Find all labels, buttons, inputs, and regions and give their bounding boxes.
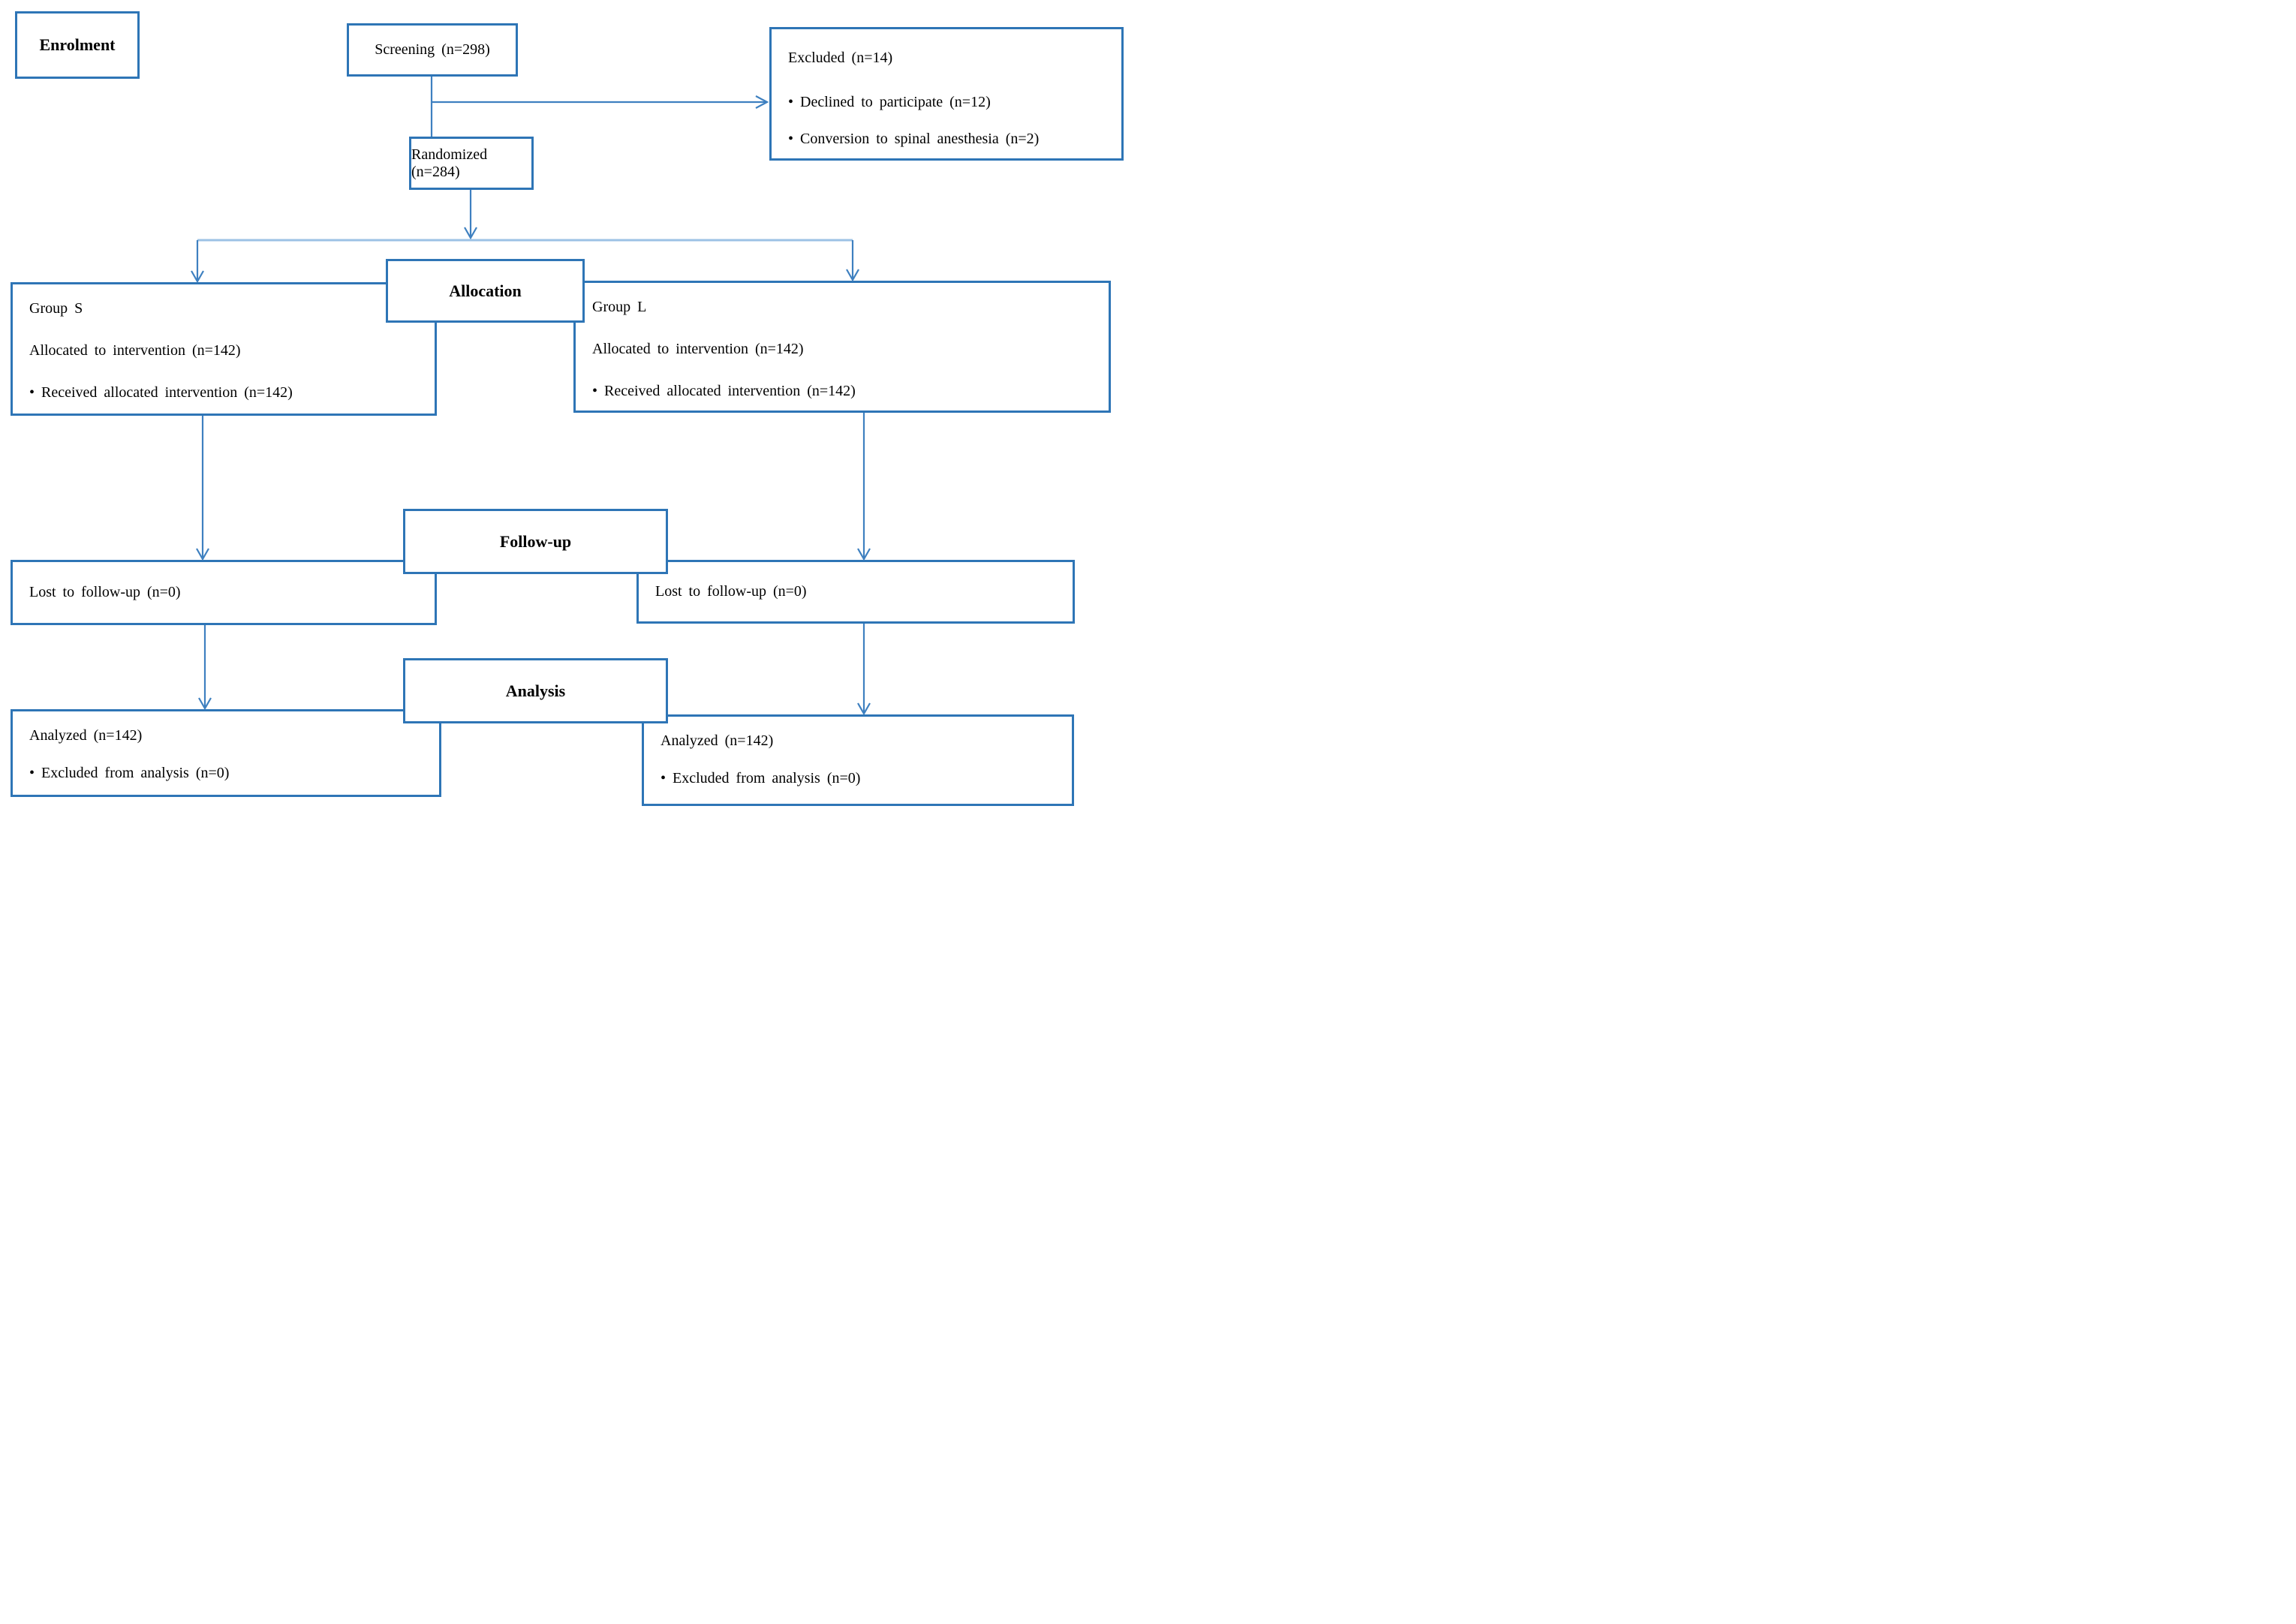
excluded-box: Excluded (n=14) • Declined to participat… [769,27,1124,161]
analyzed-left-title: Analyzed (n=142) [29,727,143,744]
analyzed-right-bullet: • Excluded from analysis (n=0) [661,770,861,786]
arrowhead-group-s [191,270,204,284]
analyzed-left-box: Analyzed (n=142) • Excluded from analysi… [11,709,441,797]
lost-followup-left-box: Lost to follow-up (n=0) [11,560,437,625]
arrowhead-analyzed-right [857,702,871,716]
arrowhead-lost-left [196,548,209,561]
group-s-box: Group S Allocated to intervention (n=142… [11,282,437,416]
randomized-label: Randomized (n=284) [411,146,488,180]
lost-followup-left-label: Lost to follow-up (n=0) [29,584,181,600]
arrowhead-junction [464,227,477,240]
screening-box: Screening (n=298) [347,23,518,77]
screening-label: Screening (n=298) [375,41,490,58]
randomized-box: Randomized (n=284) [409,137,534,190]
analysis-stage-box: Analysis [403,658,668,723]
group-s-title: Group S [29,300,83,317]
analyzed-right-box: Analyzed (n=142) • Excluded from analysi… [642,714,1074,806]
enrolment-stage-box: Enrolment [15,11,140,79]
enrolment-stage-label: Enrolment [39,35,116,54]
arrowhead-excluded [755,95,769,109]
followup-stage-label: Follow-up [499,531,572,551]
arrowhead-group-l [846,269,859,282]
group-l-box: Group L Allocated to intervention (n=142… [573,281,1111,413]
consort-flow-diagram: Screening (n=298) Excluded (n=14) • Decl… [0,0,1148,812]
arrowhead-lost-right [857,548,871,561]
group-l-allocated: Allocated to intervention (n=142) [592,341,804,357]
arrowhead-analyzed-left [198,697,212,711]
group-s-received: • Received allocated intervention (n=142… [29,384,293,401]
group-l-received: • Received allocated intervention (n=142… [592,383,856,399]
group-l-title: Group L [592,299,647,315]
lost-followup-right-label: Lost to follow-up (n=0) [655,583,807,600]
analysis-stage-label: Analysis [505,681,566,700]
allocation-stage-label: Allocation [449,281,522,300]
allocation-stage-box: Allocation [386,259,585,323]
excluded-title: Excluded (n=14) [788,50,893,66]
lost-followup-right-box: Lost to follow-up (n=0) [636,560,1075,624]
analyzed-right-title: Analyzed (n=142) [661,732,774,749]
excluded-bullet-conversion: • Conversion to spinal anesthesia (n=2) [788,131,1040,147]
followup-stage-box: Follow-up [403,509,668,574]
group-s-allocated: Allocated to intervention (n=142) [29,342,241,359]
excluded-bullet-declined: • Declined to participate (n=12) [788,94,991,110]
analyzed-left-bullet: • Excluded from analysis (n=0) [29,765,230,781]
